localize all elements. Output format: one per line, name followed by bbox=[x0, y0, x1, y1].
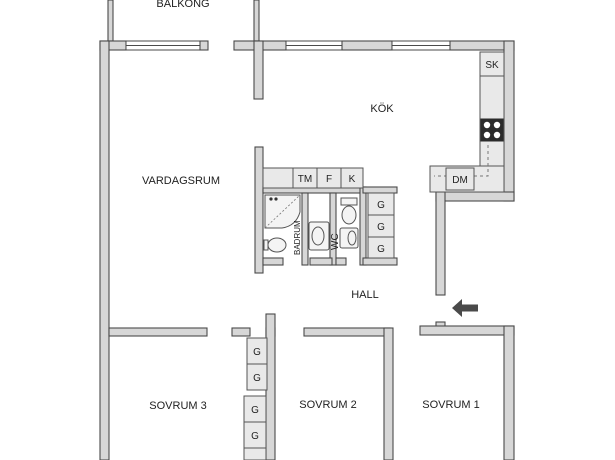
bedroom-2-label: SOVRUM 2 bbox=[299, 399, 356, 411]
wardrobe-hall-1-label: G bbox=[377, 200, 385, 211]
bathroom-toilet bbox=[267, 237, 287, 253]
room-labels: KÖK VARDAGSRUM HALL SOVRUM 3 SOVRUM 2 SO… bbox=[142, 103, 480, 412]
dm-label: DM bbox=[452, 175, 468, 186]
sk-label: SK bbox=[485, 60, 499, 71]
wall-entrance-upper bbox=[435, 191, 446, 296]
wall-wardrobe-bottom bbox=[362, 257, 398, 266]
wall-bedroom2-top bbox=[303, 327, 391, 337]
balcony-wall-left bbox=[107, 0, 114, 42]
f-label: F bbox=[326, 174, 332, 185]
wall-wardrobe-top bbox=[362, 186, 398, 194]
dm-cabinet bbox=[445, 167, 475, 191]
wall-living-kitchen bbox=[253, 40, 264, 100]
wall-wc-right bbox=[359, 186, 367, 266]
wardrobe-bed-3-label: G bbox=[251, 405, 259, 416]
wall-bathroom-left bbox=[254, 146, 264, 274]
wardrobe-bed-4-label: G bbox=[251, 431, 259, 442]
wardrobe-hall-3 bbox=[367, 236, 395, 259]
wardrobe-bed-2-label: G bbox=[253, 373, 261, 384]
stove-icon bbox=[480, 118, 504, 142]
balcony: BALKONG bbox=[107, 0, 260, 42]
wall-bath-mid bbox=[301, 192, 309, 266]
wc-label: WC bbox=[330, 233, 341, 250]
bathroom-fixtures: BADRUM bbox=[263, 194, 330, 255]
interior-walls bbox=[108, 40, 398, 460]
k-unit bbox=[340, 167, 364, 189]
balcony-label: BALKONG bbox=[156, 0, 209, 10]
wall-bedroom3-top bbox=[108, 327, 208, 337]
wc-toilet-tank bbox=[340, 197, 358, 206]
wc-sink bbox=[339, 227, 359, 249]
wardrobe-bed-1-label: G bbox=[253, 347, 261, 358]
tm-label: TM bbox=[298, 174, 312, 185]
wall-bedroom-mid-top-a bbox=[231, 327, 251, 337]
wall-bathroom-bottom-b bbox=[309, 257, 333, 266]
wardrobe-hall-3-label: G bbox=[377, 244, 385, 255]
bedroom-1-label: SOVRUM 1 bbox=[422, 399, 479, 411]
wall-right-step bbox=[435, 191, 515, 202]
wall-bath-wc bbox=[329, 192, 337, 266]
wardrobe-bed-5 bbox=[243, 447, 267, 460]
wardrobe-bed-2 bbox=[246, 363, 268, 391]
kitchen-label: KÖK bbox=[370, 103, 394, 115]
wall-right-upper bbox=[503, 40, 515, 202]
wall-wc-bottom bbox=[335, 257, 347, 266]
k-label: K bbox=[349, 174, 356, 185]
balcony-wall-right bbox=[253, 0, 260, 42]
wall-bedroom1-top bbox=[419, 325, 515, 336]
wall-top-d bbox=[341, 40, 393, 51]
sk-cabinet bbox=[479, 51, 505, 77]
wall-right-lower bbox=[503, 325, 515, 460]
bathroom-toilet-tank bbox=[263, 239, 269, 251]
appliance-blank bbox=[262, 167, 294, 189]
wall-bedroom2-bedroom1 bbox=[383, 327, 394, 460]
wall-bathroom-bottom-a bbox=[262, 257, 284, 266]
kitchen-counter: SK DM bbox=[429, 51, 505, 193]
wall-left bbox=[99, 40, 110, 460]
appliance-row: TM F K bbox=[262, 167, 364, 189]
bedroom-3-label: SOVRUM 3 bbox=[149, 400, 206, 412]
entrance-arrow-icon bbox=[452, 299, 478, 317]
wc-toilet bbox=[341, 205, 357, 225]
wardrobe-hall-2-label: G bbox=[377, 222, 385, 233]
living-room-label: VARDAGSRUM bbox=[142, 175, 220, 187]
bathroom-label: BADRUM bbox=[293, 220, 302, 255]
wall-top-b bbox=[199, 40, 209, 51]
hall-wardrobes: G G G bbox=[367, 192, 395, 259]
wc-fixtures: WC bbox=[330, 197, 359, 250]
hall-label: HALL bbox=[351, 289, 379, 301]
bedroom-wardrobes: G G G G bbox=[243, 337, 268, 460]
